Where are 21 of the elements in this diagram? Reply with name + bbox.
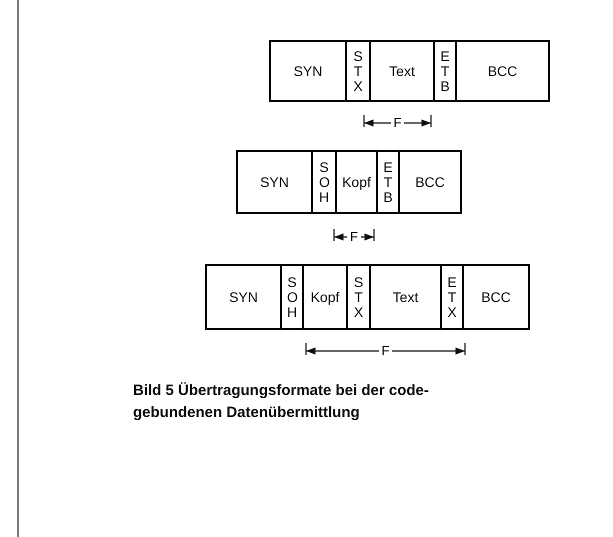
dimension-label: F: [347, 230, 361, 244]
frame-field: ETB: [376, 150, 400, 214]
frame-field: ETX: [440, 264, 464, 330]
frame-field: SOH: [280, 264, 304, 330]
frame-field: BCC: [398, 150, 462, 214]
frame-field: SOH: [311, 150, 337, 214]
frame-field: Text: [369, 40, 435, 102]
frame-field: BCC: [462, 264, 530, 330]
frame-field: Kopf: [335, 150, 378, 214]
frame-field: ETB: [433, 40, 457, 102]
figure-caption: Bild 5 Übertragungsformate bei der code-gebundenen Datenübermittlung: [133, 381, 430, 423]
dimension-label: F: [378, 344, 392, 358]
frame-field: BCC: [455, 40, 550, 102]
dimension-label: F: [390, 116, 404, 130]
frame-field: SYN: [205, 264, 282, 330]
frame-field: Text: [369, 264, 442, 330]
frame-field: SYN: [269, 40, 347, 102]
frame-field: Kopf: [302, 264, 348, 330]
frame-field: SYN: [236, 150, 313, 214]
frame-field: STX: [345, 40, 371, 102]
frame-field: STX: [346, 264, 371, 330]
